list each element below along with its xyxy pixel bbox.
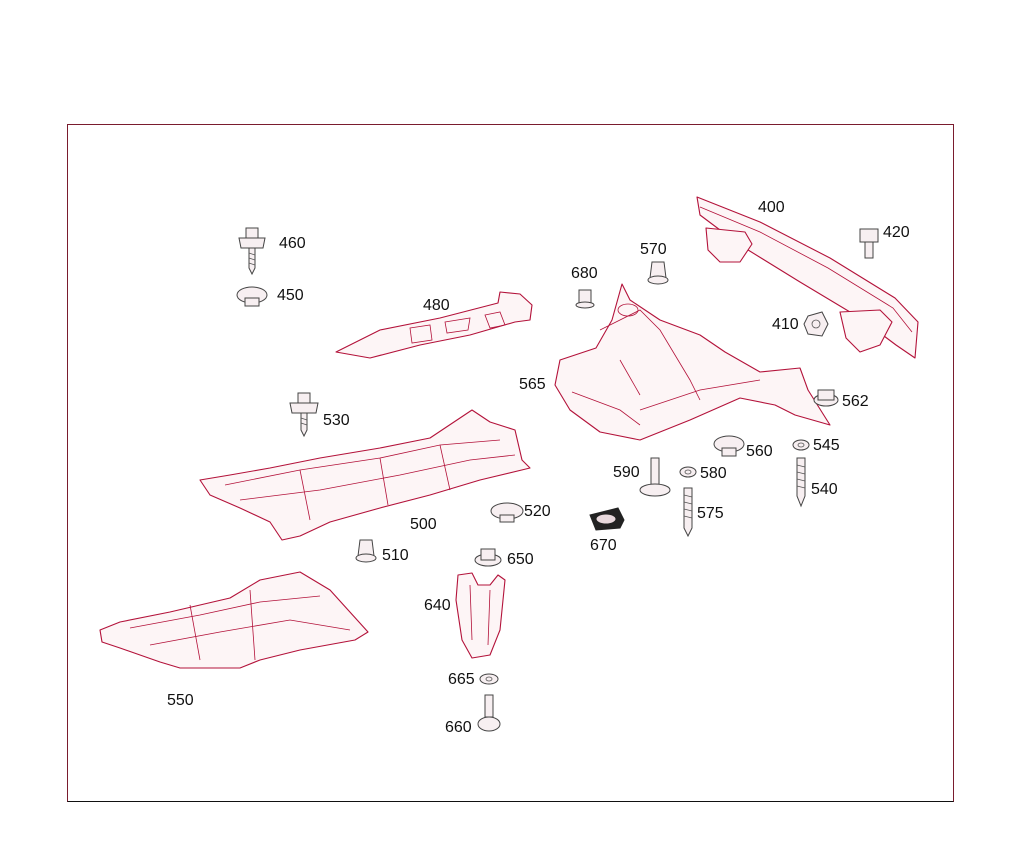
part-650-nut (474, 548, 502, 567)
label-575: 575 (697, 505, 724, 522)
label-450: 450 (277, 287, 304, 304)
part-562-nut (813, 389, 839, 407)
label-650: 650 (507, 551, 534, 568)
part-420-bolt (859, 228, 879, 259)
label-500: 500 (410, 516, 437, 533)
part-450-clip (236, 286, 268, 307)
label-590: 590 (613, 464, 640, 481)
label-660: 660 (445, 719, 472, 736)
part-560-clip (713, 435, 745, 457)
part-510-clip (355, 539, 377, 563)
label-410: 410 (772, 316, 799, 333)
label-670: 670 (590, 537, 617, 554)
part-400-carrier-bar (696, 196, 919, 359)
label-510: 510 (382, 547, 409, 564)
label-665: 665 (448, 671, 475, 688)
label-530: 530 (323, 412, 350, 429)
label-680: 680 (571, 265, 598, 282)
part-670-grommet (589, 507, 625, 531)
label-540: 540 (811, 481, 838, 498)
part-580-washer (679, 466, 697, 478)
label-562: 562 (842, 393, 869, 410)
label-420: 420 (883, 224, 910, 241)
label-480: 480 (423, 297, 450, 314)
part-590-bolt (639, 457, 671, 497)
label-565: 565 (519, 376, 546, 393)
part-570-clip (647, 261, 669, 285)
part-550-front-shield (99, 571, 369, 669)
label-545: 545 (813, 437, 840, 454)
label-520: 520 (524, 503, 551, 520)
part-660-bolt (477, 694, 501, 732)
label-550: 550 (167, 692, 194, 709)
label-640: 640 (424, 597, 451, 614)
label-580: 580 (700, 465, 727, 482)
part-665-washer (479, 673, 499, 685)
label-400: 400 (758, 199, 785, 216)
part-530-screw (289, 392, 319, 438)
part-500-center-shield (199, 409, 531, 541)
part-460-screw (238, 227, 266, 276)
label-570: 570 (640, 241, 667, 258)
part-575-screw (683, 487, 693, 538)
label-460: 460 (279, 235, 306, 252)
part-410-nut (803, 311, 829, 337)
part-565-underbody-panel (554, 283, 831, 441)
part-520-clip (490, 502, 524, 523)
part-540-screw (796, 457, 806, 508)
label-560: 560 (746, 443, 773, 460)
part-640-bracket (455, 572, 506, 659)
part-545-washer (792, 439, 810, 451)
part-480-heat-shield (335, 291, 533, 359)
diagram-frame (67, 124, 954, 802)
part-680-plug (575, 289, 595, 309)
